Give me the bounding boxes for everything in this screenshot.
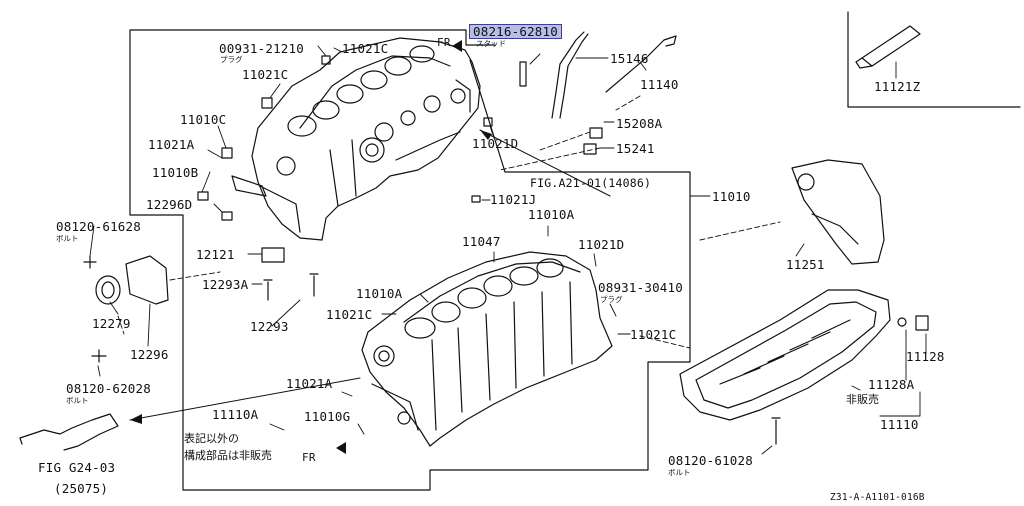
part-11021C-label[interactable]: 11021C xyxy=(242,67,289,82)
part-11251-label[interactable]: 11251 xyxy=(786,257,825,272)
part-08120-61028-sublabel: ボルト xyxy=(668,468,691,477)
part-11010C-label[interactable]: 11010C xyxy=(180,112,227,127)
part-08120-61028-label[interactable]: 08120-61028 xyxy=(668,453,753,468)
part-12279-label[interactable]: 12279 xyxy=(92,316,131,331)
dipstick-tube xyxy=(551,31,589,119)
part-12296D-label[interactable]: 12296D xyxy=(146,197,193,212)
pin-11010B xyxy=(197,191,209,201)
part-11110-label[interactable]: 11110 xyxy=(880,417,919,432)
part-11010-label[interactable]: 11010 xyxy=(712,189,751,204)
note-line-1: 表記以外の xyxy=(184,432,239,445)
part-12293-label[interactable]: 12293 xyxy=(250,319,289,334)
part-08120-62028-sublabel: ボルト xyxy=(66,396,89,405)
oil-seal-12279 xyxy=(95,275,121,305)
note-line-2: 構成部品は非販売 xyxy=(184,449,272,462)
bolt-08120-62028 xyxy=(91,349,107,363)
part-11010B-label[interactable]: 11010B xyxy=(152,165,199,180)
fig-g24-reference[interactable]: FIG G24-03 xyxy=(38,460,116,475)
part-00931-21210-sublabel: プラグ xyxy=(220,55,243,64)
fr-direction-top: FR xyxy=(437,36,451,49)
washer-11128A xyxy=(897,317,907,327)
pin-12296D xyxy=(221,211,233,221)
part-11140-label[interactable]: 11140 xyxy=(640,77,679,92)
part-12121-label[interactable]: 12121 xyxy=(196,247,235,262)
part-11121Z-label[interactable]: 11121Z xyxy=(874,79,921,94)
diagram-reference-code: Z31-A-A1101-016B xyxy=(830,492,925,503)
stud-part xyxy=(519,61,527,87)
part-11010A-label[interactable]: 11010A xyxy=(356,286,403,301)
drain-plug-11128 xyxy=(915,315,929,331)
fig-a21-reference[interactable]: FIG.A21-01(14086) xyxy=(530,176,652,190)
part-08120-62028-label[interactable]: 08120-62028 xyxy=(66,381,151,396)
part-11047-label[interactable]: 11047 xyxy=(462,234,501,249)
part-15146-label[interactable]: 15146 xyxy=(610,51,649,66)
bolt-08120-61628 xyxy=(83,255,97,269)
sensor-12121 xyxy=(261,247,285,263)
part-11010G-label[interactable]: 11010G xyxy=(304,409,351,424)
bolt-12293A xyxy=(263,279,273,301)
part-11128A-label[interactable]: 11128A xyxy=(868,377,915,392)
part-11128-label[interactable]: 11128 xyxy=(906,349,945,364)
part-08120-61628-label[interactable]: 08120-61628 xyxy=(56,219,141,234)
sealer-inset-frame xyxy=(847,11,1021,108)
oil-pan-11110 xyxy=(679,289,891,421)
part-11021A-label[interactable]: 11021A xyxy=(286,376,333,391)
seal-retainer-12296 xyxy=(125,255,169,305)
rear-plate-11251 xyxy=(791,159,885,265)
oil-dipstick xyxy=(605,35,677,93)
bolt-08120-61028 xyxy=(771,417,781,445)
part-11021J-label[interactable]: 11021J xyxy=(490,192,537,207)
part-08931-30410-sublabel: プラグ xyxy=(600,295,623,304)
part-08216-62810-sublabel: スタッド xyxy=(476,39,506,48)
plug-11021D xyxy=(483,117,493,127)
plug-11010C xyxy=(221,147,233,159)
part-11021C-label[interactable]: 11021C xyxy=(630,327,677,342)
part-11021C-label[interactable]: 11021C xyxy=(342,41,389,56)
part-11010A-label[interactable]: 11010A xyxy=(528,207,575,222)
plug-11021C xyxy=(261,97,273,109)
part-11021D-label[interactable]: 11021D xyxy=(578,237,625,252)
upper-cylinder-block xyxy=(231,37,481,241)
part-12296-label[interactable]: 12296 xyxy=(130,347,169,362)
part-11021D-label[interactable]: 11021D xyxy=(472,136,519,151)
part-11021A-label[interactable]: 11021A xyxy=(148,137,195,152)
part-08216-62810-label[interactable]: 08216-62810 xyxy=(469,24,562,39)
block-assembly-frame xyxy=(129,29,691,491)
lower-cylinder-block xyxy=(361,251,613,447)
part-11021C-label[interactable]: 11021C xyxy=(326,307,373,322)
part-12293A-label[interactable]: 12293A xyxy=(202,277,249,292)
part-00931-21210-label[interactable]: 00931-21210 xyxy=(219,41,304,56)
plug-11021J xyxy=(471,195,481,203)
sensor-connector xyxy=(19,413,119,451)
plug-15241 xyxy=(583,143,597,155)
not-sold-note: 非販売 xyxy=(846,393,879,406)
part-11110A-label[interactable]: 11110A xyxy=(212,407,259,422)
part-08120-61628-sublabel: ボルト xyxy=(56,234,79,243)
fig-g24-code: (25075) xyxy=(54,481,109,496)
part-15208A-label[interactable]: 15208A xyxy=(616,116,663,131)
part-08931-30410-label[interactable]: 08931-30410 xyxy=(598,280,683,295)
bolt-12293 xyxy=(309,273,319,297)
fr-direction-bottom: FR xyxy=(302,451,316,464)
part-15241-label[interactable]: 15241 xyxy=(616,141,655,156)
sealer-tube xyxy=(861,25,921,67)
plug-15208A xyxy=(589,127,603,139)
